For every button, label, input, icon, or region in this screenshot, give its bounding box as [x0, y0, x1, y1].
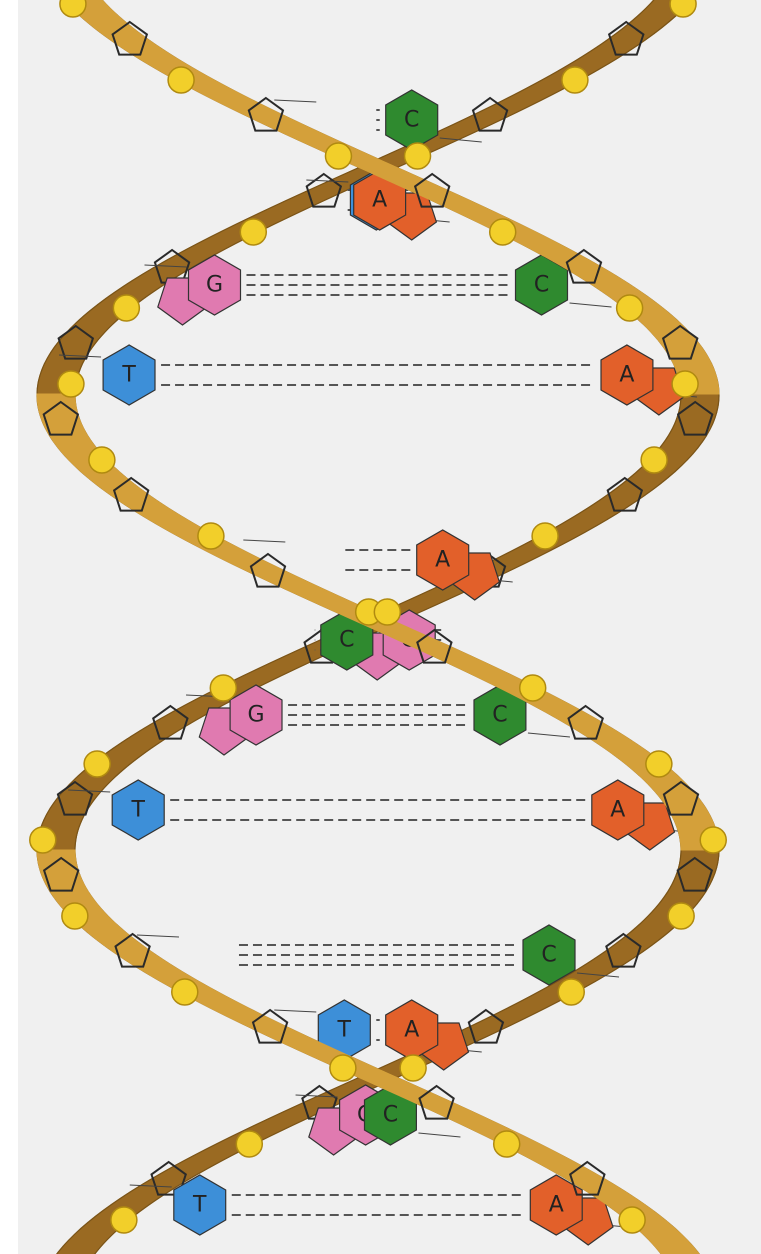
base-letter-t: T [192, 1193, 207, 1218]
backbone-ribbon-segment [43, 424, 84, 430]
backbone-ribbon-segment [664, 436, 706, 442]
backbone-ribbon-segment [653, 334, 696, 340]
phosphate-bead [30, 827, 56, 853]
backbone-ribbon-segment [42, 364, 83, 370]
backbone-ribbon-segment [112, 496, 159, 502]
phosphate-bead [374, 599, 400, 625]
backbone-ribbon-segment [596, 742, 643, 748]
backbone-ribbon-segment [63, 1240, 107, 1246]
base-letter-c: C [534, 273, 549, 298]
phosphate-bead [619, 1207, 645, 1233]
base-letter-a: A [610, 798, 625, 823]
backbone-ribbon-segment [643, 1234, 687, 1240]
backbone-ribbon-segment [60, 334, 103, 340]
phosphate-bead [520, 675, 546, 701]
backbone-ribbon-segment [111, 40, 158, 46]
base-letter-g: G [248, 703, 265, 728]
backbone-ribbon-segment [649, 1240, 693, 1246]
phosphate-bead [210, 675, 236, 701]
base-letter-c: C [383, 1103, 398, 1128]
backbone-ribbon-segment [660, 442, 703, 448]
backbone-ribbon-segment [50, 802, 92, 808]
phosphate-bead [700, 827, 726, 853]
phosphate-bead [198, 523, 224, 549]
phosphate-bead [240, 219, 266, 245]
backbone-ribbon-segment [104, 490, 150, 496]
base-letter-a: A [619, 363, 634, 388]
backbone-ribbon-segment [58, 1246, 101, 1252]
base-letter-t: T [337, 1018, 352, 1043]
backbone-ribbon-segment [663, 346, 705, 352]
base-letter-c: C [339, 628, 354, 653]
base-letter-c: C [404, 108, 419, 133]
phosphate-bead [617, 295, 643, 321]
phosphate-bead [400, 1055, 426, 1081]
backbone-ribbon-segment [668, 808, 710, 814]
phosphate-bead [172, 979, 198, 1005]
base-letter-g: G [206, 273, 223, 298]
phosphate-bead [562, 67, 588, 93]
base-letter-a: A [435, 548, 450, 573]
backbone-ribbon-segment [604, 748, 650, 754]
base-letter-c: C [541, 943, 556, 968]
base-letter-a: A [404, 1018, 419, 1043]
phosphate-bead [558, 979, 584, 1005]
backbone-ribbon-segment [80, 16, 125, 22]
phosphate-bead [532, 523, 558, 549]
base-letter-c: C [492, 703, 507, 728]
phosphate-bead [405, 143, 431, 169]
backbone-ribbon-segment [663, 892, 705, 898]
base-letter-t: T [130, 798, 145, 823]
backbone-ribbon-segment [102, 34, 148, 40]
backbone-ribbon-segment [594, 286, 641, 292]
phosphate-bead [646, 751, 672, 777]
backbone-ribbon-segment [77, 316, 122, 322]
backbone-ribbon-segment [674, 364, 715, 370]
backbone-ribbon-segment [51, 346, 93, 352]
phosphate-bead [672, 371, 698, 397]
backbone-ribbon-segment [105, 946, 151, 952]
phosphate-bead [111, 1207, 137, 1233]
backbone-ribbon-segment [654, 790, 697, 796]
backbone-ribbon-segment [47, 808, 89, 814]
base-letter-a: A [372, 188, 387, 213]
backbone-ribbon-segment [50, 892, 92, 898]
backbone-ribbon-segment [597, 1198, 644, 1204]
backbone-ribbon-segment [69, 1234, 113, 1240]
backbone-ribbon-segment [114, 952, 161, 958]
phosphate-bead [236, 1131, 262, 1157]
phosphate-bead [84, 751, 110, 777]
backbone-ribbon-segment [54, 442, 97, 448]
phosphate-bead [668, 903, 694, 929]
backbone-ribbon-segment [663, 802, 705, 808]
phosphate-bead [113, 295, 139, 321]
backbone-ribbon-segment [75, 1228, 120, 1234]
phosphate-bead [168, 67, 194, 93]
phosphate-bead [641, 447, 667, 473]
phosphate-bead [58, 371, 84, 397]
backbone-ribbon-segment [83, 928, 128, 934]
phosphate-bead [490, 219, 516, 245]
backbone-ribbon-segment [634, 316, 679, 322]
phosphate-bead [330, 1055, 356, 1081]
backbone-ribbon-segment [41, 820, 81, 826]
base-letter-t: T [121, 363, 136, 388]
backbone-ribbon-segment [44, 880, 85, 886]
backbone-ribbon-segment [50, 436, 92, 442]
phosphate-bead [325, 143, 351, 169]
phosphate-bead [62, 903, 88, 929]
backbone-ribbon-segment [667, 352, 709, 358]
backbone-ribbon-segment [671, 880, 712, 886]
phosphate-bead [89, 447, 115, 473]
backbone-ribbon-segment [655, 1246, 698, 1252]
base-letter-a: A [549, 1193, 564, 1218]
backbone-ribbon-segment [672, 424, 713, 430]
phosphate-bead [494, 1131, 520, 1157]
backbone-ribbon-segment [637, 1228, 682, 1234]
backbone-ribbon-segment [674, 820, 714, 826]
